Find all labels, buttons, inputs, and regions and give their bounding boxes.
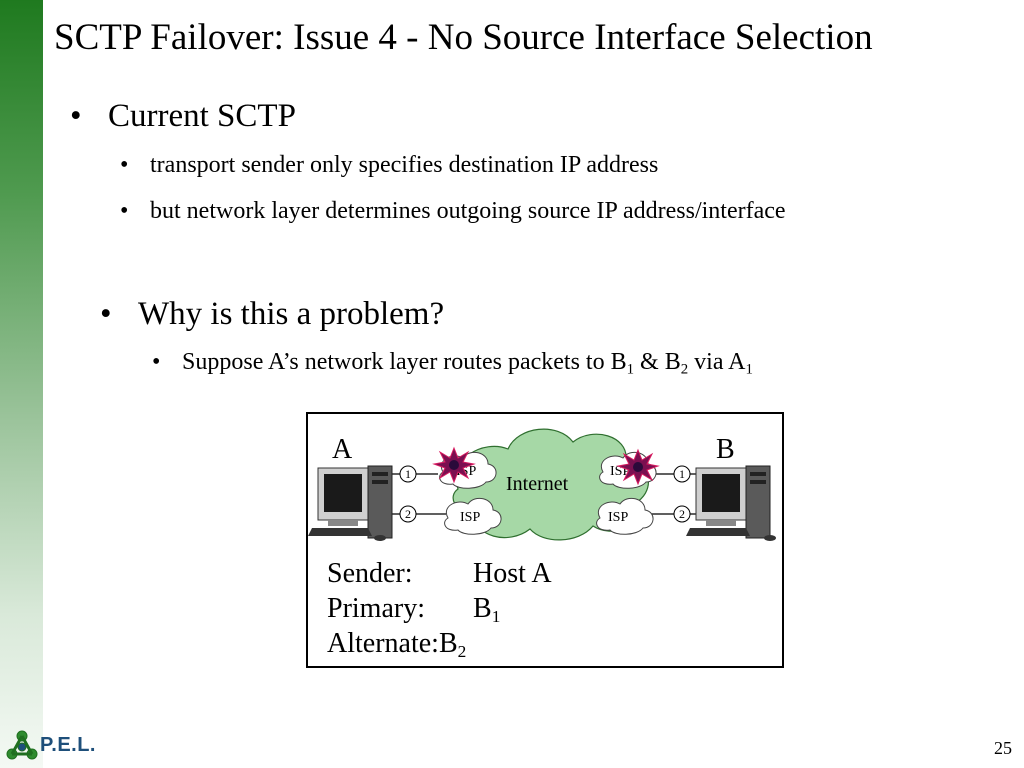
primary-key: Primary: [327,593,425,624]
subscript: 1 [626,361,635,378]
bullet-dot: • [120,152,129,178]
failure-burst-icon [432,446,476,484]
bullet-dot: • [120,198,129,224]
primary-value: B [473,593,492,624]
bullet-text: transport sender only specifies destinat… [150,152,659,178]
sidebar-gradient [0,0,43,768]
network-diagram-svg: ISP ISP ISP ISP Internet 1 2 1 2 [308,428,776,541]
sender-value: Host A [473,558,552,589]
subscript: 2 [680,361,689,378]
subscript: 1 [491,607,501,627]
port-label: 1 [405,467,411,481]
alternate-row: Alternate:B2 [327,628,467,662]
suppose-text: via A [688,349,746,375]
primary-row: Primary: B1 [327,593,501,627]
bullet-text: but network layer determines outgoing so… [150,198,786,224]
page-number: 25 [994,738,1012,758]
computer-a-icon [308,465,393,541]
bullet-text: Current SCTP [108,98,296,134]
computer-b-icon [686,465,776,541]
port-label: 1 [679,467,685,481]
subscript: 2 [457,642,467,662]
bullet-text: Why is this a problem? [138,296,445,332]
host-b-label: B [716,434,735,465]
alternate-value: B [438,628,458,659]
sub-bullet-network-layer: • but network layer determines outgoing s… [120,198,786,225]
suppose-text: & B [634,349,681,375]
pel-logo-text: P.E.L. [40,734,96,756]
sender-key: Sender: [327,558,413,589]
bullet-why-problem: • Why is this a problem? [100,296,444,333]
network-diagram: ISP ISP ISP ISP Internet 1 2 1 2 [306,412,784,668]
bullet-dot: • [70,98,82,134]
internet-label: Internet [506,473,569,495]
alternate-key: Alternate: [327,628,439,659]
subscript: 1 [745,361,753,378]
sub-bullet-destination: • transport sender only specifies destina… [120,152,658,179]
isp-label: ISP [460,510,480,525]
sender-row: Sender: Host A [327,560,552,588]
port-circle-icon [399,465,691,523]
pel-logo-icon [6,730,38,760]
sub-bullet-suppose: • Suppose A’s network layer routes packet… [152,349,753,378]
host-a-label: A [332,434,353,465]
suppose-text: Suppose A’s network layer routes packets… [182,349,627,375]
port-label: 2 [679,507,685,521]
bullet-dot: • [152,349,161,375]
slide-title: SCTP Failover: Issue 4 - No Source Inter… [54,17,873,58]
failure-burst-icon [616,448,660,486]
bullet-current-sctp: • Current SCTP [70,98,296,135]
isp-label: ISP [608,510,628,525]
bullet-dot: • [100,296,112,332]
port-label: 2 [405,507,411,521]
